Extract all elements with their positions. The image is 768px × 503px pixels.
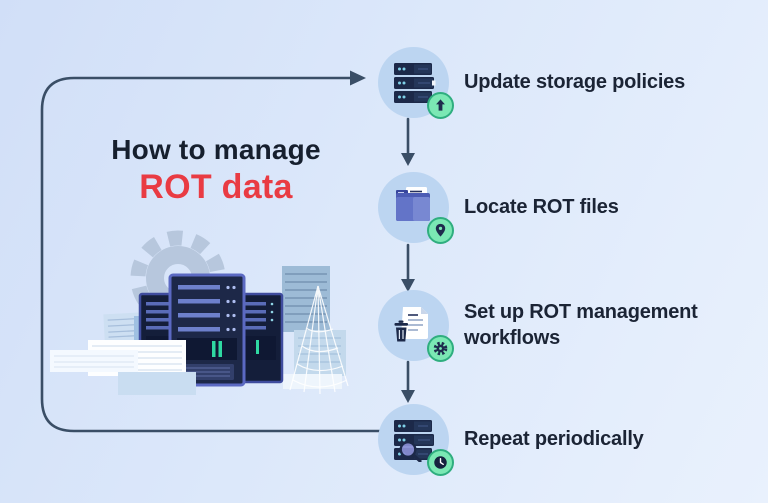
step-locate-rot-files: Locate ROT files bbox=[378, 171, 759, 244]
step-2-label: Locate ROT files bbox=[464, 196, 619, 218]
step-4-icon-circle bbox=[378, 403, 454, 476]
server-icon bbox=[393, 63, 435, 103]
step-3-label: Set up ROT management workflows bbox=[464, 301, 698, 349]
folder-icon bbox=[395, 187, 430, 221]
paper-stack-left-front bbox=[50, 340, 196, 395]
clock-icon bbox=[427, 448, 454, 476]
step-update-storage-policies: Update storage policies bbox=[378, 46, 759, 119]
document-trash-icon bbox=[394, 307, 428, 342]
server-room-illustration bbox=[50, 230, 349, 395]
title-line-2: ROT data bbox=[139, 168, 293, 206]
step-1-icon-circle bbox=[378, 46, 454, 119]
title-line-1: How to manage bbox=[111, 134, 321, 165]
step-3-icon-circle bbox=[378, 289, 454, 362]
server-tower-right bbox=[236, 292, 284, 384]
step-setup-rot-workflows: Set up ROT management workflows bbox=[378, 289, 759, 362]
cobweb-illustration bbox=[289, 285, 349, 395]
step-2-icon-circle bbox=[378, 171, 454, 244]
step-4-label: Repeat periodically bbox=[464, 428, 644, 450]
connector-arrowhead-1 bbox=[401, 153, 415, 166]
location-pin-icon bbox=[427, 216, 454, 244]
step-1-label: Update storage policies bbox=[464, 71, 686, 93]
loop-arrowhead bbox=[350, 70, 366, 86]
gear-icon bbox=[427, 334, 454, 362]
upload-arrow-icon bbox=[427, 91, 454, 119]
server-search-icon bbox=[393, 420, 434, 462]
page-title: How to manage ROT data bbox=[70, 132, 362, 208]
connector-arrowhead-3 bbox=[401, 390, 415, 403]
step-repeat-periodically: Repeat periodically bbox=[378, 403, 759, 476]
